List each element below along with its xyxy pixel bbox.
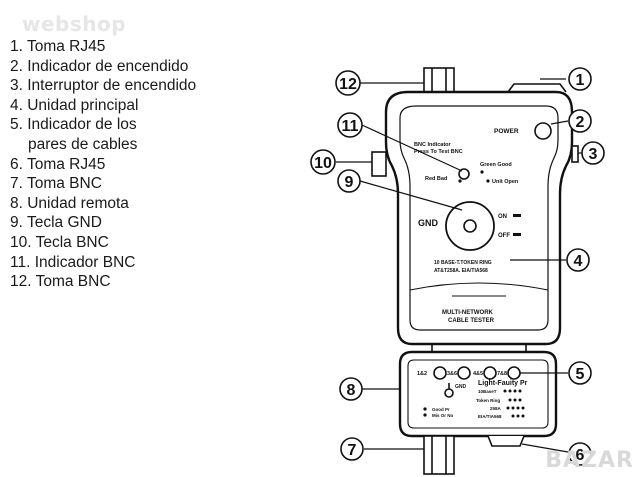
pair-label-4-5: 4&5 xyxy=(473,371,483,377)
std-list-item: 10BaseT xyxy=(478,389,497,394)
std-list-item: Token Ring xyxy=(476,398,500,403)
legend-item: 11. Indicador BNC xyxy=(10,253,136,271)
legend-item: 1. Toma RJ45 xyxy=(10,38,106,55)
callout-3: 3 xyxy=(581,141,605,165)
pair-led-3-6 xyxy=(457,366,471,380)
parts-legend: 1. Toma RJ45 2. Indicador de encendido 3… xyxy=(10,37,196,292)
unit-open-label: Unit Open xyxy=(492,179,519,185)
callout-8: 8 xyxy=(339,377,363,401)
callout-4: 4 xyxy=(566,248,590,272)
pair-led-4-5 xyxy=(483,366,497,380)
bnc-indicator-led xyxy=(458,168,470,180)
legend-item: 7. Toma BNC xyxy=(10,175,102,193)
main-unit-face xyxy=(399,105,559,331)
pair-led-7-8 xyxy=(507,366,521,380)
good-pr-label: Good Pr xyxy=(432,407,450,412)
pair-label-1-2: 1&2 xyxy=(417,371,427,377)
remote-gnd-led xyxy=(444,388,454,398)
callout-number: 2 xyxy=(576,114,585,131)
legend-item: 6. Toma RJ45 xyxy=(10,155,106,173)
legend-item: 8. Unidad remota xyxy=(10,194,129,212)
pair-label-3-6: 3&6 xyxy=(447,371,457,377)
std-list-item: 258A xyxy=(490,406,502,411)
callout-number: 11 xyxy=(342,118,359,135)
callout-number: 7 xyxy=(348,442,357,459)
legend-item: 10. Tecla BNC xyxy=(10,233,109,251)
remote-gnd-label: GND xyxy=(455,384,467,390)
legend-item: 3. Interruptor de encendido xyxy=(10,77,197,95)
device-name-line-2: CABLE TESTER xyxy=(448,318,495,324)
power-led xyxy=(534,122,552,140)
callout-number: 8 xyxy=(347,382,356,399)
webshop-watermark: webshop xyxy=(22,12,127,36)
legend-item: 4. Unidad principal xyxy=(10,96,139,114)
bnc-indicator-label: BNC Indicator xyxy=(414,142,452,148)
power-label: POWER xyxy=(494,128,519,135)
legend-item-text: pares de cables xyxy=(28,135,138,153)
bnc-button xyxy=(371,151,387,177)
legend-item-continued: pares de cables xyxy=(10,135,196,155)
gnd-label: GND xyxy=(418,218,439,228)
callout-6: 6 xyxy=(568,442,592,466)
power-switch xyxy=(571,145,579,163)
off-label: OFF xyxy=(498,233,510,239)
callout-number: 4 xyxy=(574,253,583,270)
callout-11: 11 xyxy=(337,112,363,138)
light-faulty-label: Light-Fauity Pr xyxy=(478,380,528,387)
bazar-watermark: BAZAR xyxy=(545,448,634,473)
bottom-bnc-socket xyxy=(423,435,455,475)
press-to-test-label: Press To Test BNC xyxy=(414,149,463,155)
legend-item: 9. Tecla GND xyxy=(10,214,102,232)
callout-number: 6 xyxy=(576,447,585,464)
legend-item: 2. Indicador de encendido xyxy=(10,57,189,75)
callout-number: 9 xyxy=(345,174,354,191)
callout-number: 5 xyxy=(576,366,585,383)
remote-unit-body xyxy=(398,350,558,438)
callout-number: 3 xyxy=(589,146,598,163)
top-rj45-socket xyxy=(507,83,567,93)
standard-line-2: AT&T258A. EIA/TIA568 xyxy=(434,268,488,274)
callout-9: 9 xyxy=(337,169,361,193)
callout-12: 12 xyxy=(335,70,361,96)
callout-10: 10 xyxy=(310,149,336,175)
callout-number: 10 xyxy=(314,155,332,172)
bottom-rj45-socket xyxy=(487,435,525,447)
callout-5: 5 xyxy=(568,361,592,385)
pair-label-7-8: 7&8 xyxy=(497,371,507,377)
callout-number: 1 xyxy=(576,72,585,89)
legend-item: 5. Indicador de los xyxy=(10,116,137,134)
std-list-item: EIA/TIA568 xyxy=(478,414,502,419)
callout-7: 7 xyxy=(340,437,364,461)
red-bad-label: Red Bad xyxy=(425,176,447,182)
mis-or-no-label: Mis Or No xyxy=(432,413,454,418)
callout-1: 1 xyxy=(568,67,592,91)
legend-item: 12. Toma BNC xyxy=(10,273,111,291)
on-label: ON xyxy=(498,214,507,220)
green-good-label: Green Good xyxy=(480,162,512,168)
callout-2: 2 xyxy=(568,109,592,133)
standard-line-1: 10 BASE-T.TOKEN RING xyxy=(434,260,492,266)
callout-number: 12 xyxy=(339,76,357,93)
device-name-line-1: MULTI-NETWORK xyxy=(442,310,494,316)
pair-led-1-2 xyxy=(433,366,447,380)
